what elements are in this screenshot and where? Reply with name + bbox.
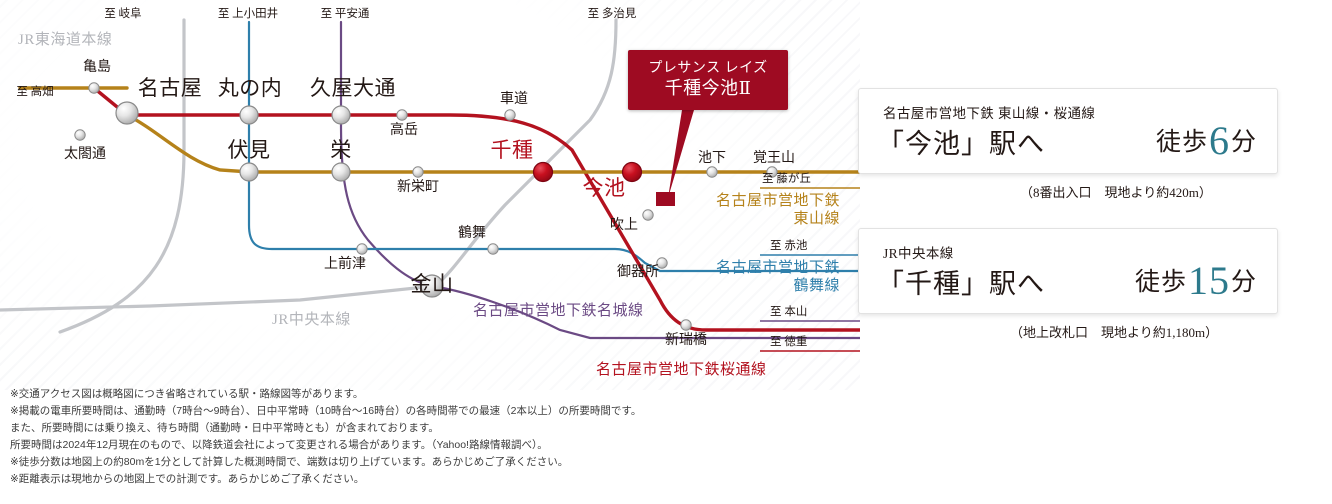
destination-label-tajimi: 至 多治見 bbox=[587, 8, 637, 20]
station-label-kakuozan: 覚王山 bbox=[753, 151, 795, 166]
walk-suffix: 分 bbox=[1230, 269, 1257, 296]
walk-minutes: 6 bbox=[1208, 118, 1230, 163]
footnote-line: 所要時間は2024年12月現在のもので、以降鉄道会社によって変更される場合があり… bbox=[10, 439, 548, 451]
line-label-higashiyama-1: 名古屋市営地下鉄 bbox=[715, 193, 840, 209]
station-label-taikodori: 太閤通 bbox=[64, 147, 106, 162]
station-label-aratamabashi: 新瑞橋 bbox=[665, 333, 707, 348]
property-callout-line1: プレサンス レイズ bbox=[648, 61, 768, 77]
station-label-ikeshita: 池下 bbox=[698, 151, 726, 166]
footnotes: ※交通アクセス図は概略図につき省略されている駅・路線図等があります。 ※掲載の電… bbox=[10, 386, 710, 488]
line-label-higashiyama-2: 東山線 bbox=[793, 211, 840, 227]
station-label-kanayama: 金山 bbox=[410, 272, 454, 296]
access-note-chikusa: （地上改札口 現地より約1,180m） bbox=[1010, 325, 1219, 340]
station-label-kamimaezu: 上前津 bbox=[324, 257, 366, 272]
destination-label-fujigaoka: 至 藤が丘 bbox=[762, 173, 811, 185]
walk-suffix: 分 bbox=[1230, 129, 1257, 156]
station-label-kurumamichi: 車道 bbox=[500, 92, 528, 107]
tsurumai-line bbox=[247, 20, 860, 273]
destination-label-akaike: 至 赤池 bbox=[770, 240, 808, 252]
line-label-jr-tokaido: JR東海道本線 bbox=[18, 32, 113, 48]
walk-prefix: 徒歩 bbox=[1134, 269, 1187, 296]
access-card-chikusa-line: JR中央本線 bbox=[883, 246, 954, 261]
footnote-line: ※掲載の電車所要時間は、通勤時（7時台〜9時台）、日中平常時（10時台〜16時台… bbox=[10, 405, 642, 417]
callout-pointer bbox=[668, 110, 694, 198]
destination-underlines bbox=[760, 187, 860, 352]
station-label-shinsakaemachi: 新栄町 bbox=[397, 180, 439, 195]
access-card-imaike: 名古屋市営地下鉄 東山線・桜通線 「今池」駅へ 徒歩6分 bbox=[858, 88, 1278, 174]
station-label-marunouchi: 丸の内 bbox=[217, 76, 283, 100]
station-label-takaoka: 高岳 bbox=[390, 123, 418, 138]
line-label-sakuradori: 名古屋市営地下鉄桜通線 bbox=[596, 362, 767, 378]
destination-label-kamiotai: 至 上小田井 bbox=[217, 8, 279, 20]
access-note-imaike: （8番出入口 現地より約420m） bbox=[1020, 185, 1212, 200]
line-label-tsurumai-2: 鶴舞線 bbox=[793, 278, 840, 294]
station-label-fushimi: 伏見 bbox=[227, 138, 271, 162]
railway-route-diagram bbox=[0, 18, 860, 352]
destination-label-heiantsu: 至 平安通 bbox=[320, 8, 370, 20]
footnote-line: ※交通アクセス図は概略図につき省略されている駅・路線図等があります。 bbox=[10, 388, 364, 400]
access-card-imaike-line: 名古屋市営地下鉄 東山線・桜通線 bbox=[883, 106, 1096, 121]
line-label-meijo: 名古屋市営地下鉄名城線 bbox=[473, 303, 644, 319]
access-card-imaike-station: 「今池」駅へ bbox=[877, 129, 1045, 159]
station-label-gokiso: 御器所 bbox=[617, 265, 659, 280]
line-label-jr-chuo: JR中央本線 bbox=[272, 312, 351, 328]
access-card-chikusa-walktime: 徒歩15分 bbox=[1135, 261, 1257, 301]
access-card-chikusa-station: 「千種」駅へ bbox=[877, 269, 1045, 299]
jr-tokaido-line bbox=[58, 18, 186, 334]
station-dot-imaike bbox=[621, 161, 643, 183]
station-dot-group-major bbox=[115, 101, 444, 298]
property-callout-line2: 千種今池Ⅱ bbox=[664, 77, 752, 98]
footnote-line: ※距離表示は現地からの地図上での計測です。あらかじめご了承ください。 bbox=[10, 473, 365, 485]
destination-label-gifu: 至 岐阜 bbox=[104, 8, 142, 20]
destination-label-tokushige: 至 徳重 bbox=[770, 336, 808, 348]
property-location-marker bbox=[656, 192, 675, 206]
station-label-kameshima: 亀島 bbox=[83, 60, 111, 75]
station-label-hisayaodori: 久屋大通 bbox=[310, 76, 396, 100]
footnote-line: また、所要時間には乗り換え、待ち時間（通勤時・日中平常時とも）が含まれております… bbox=[10, 422, 439, 434]
footnote-line: ※徒歩分数は地図上の約80mを1分として計算した概測時間で、端数は切り上げていま… bbox=[10, 456, 569, 468]
walk-prefix: 徒歩 bbox=[1155, 129, 1208, 156]
property-callout: プレサンス レイズ 千種今池Ⅱ bbox=[628, 50, 788, 110]
walk-minutes: 15 bbox=[1187, 258, 1230, 303]
destination-label-takabata: 至 高畑 bbox=[16, 86, 54, 98]
station-label-fukiage: 吹上 bbox=[610, 218, 638, 233]
station-label-tsurumai: 鶴舞 bbox=[458, 226, 486, 241]
station-label-sakae: 栄 bbox=[330, 138, 352, 162]
station-dot-chikusa bbox=[532, 161, 554, 183]
access-card-chikusa: JR中央本線 「千種」駅へ 徒歩15分 bbox=[858, 228, 1278, 314]
line-label-tsurumai-1: 名古屋市営地下鉄 bbox=[715, 260, 840, 276]
higashiyama-line bbox=[18, 86, 860, 174]
access-card-imaike-walktime: 徒歩6分 bbox=[1156, 121, 1257, 161]
meijo-line bbox=[339, 20, 860, 340]
station-label-imaike: 今池 bbox=[582, 176, 626, 200]
station-label-nagoya: 名古屋 bbox=[137, 76, 203, 100]
station-label-chikusa: 千種 bbox=[490, 138, 534, 162]
station-dot-group-minor bbox=[74, 82, 778, 331]
destination-label-motoyama: 至 本山 bbox=[770, 306, 808, 318]
